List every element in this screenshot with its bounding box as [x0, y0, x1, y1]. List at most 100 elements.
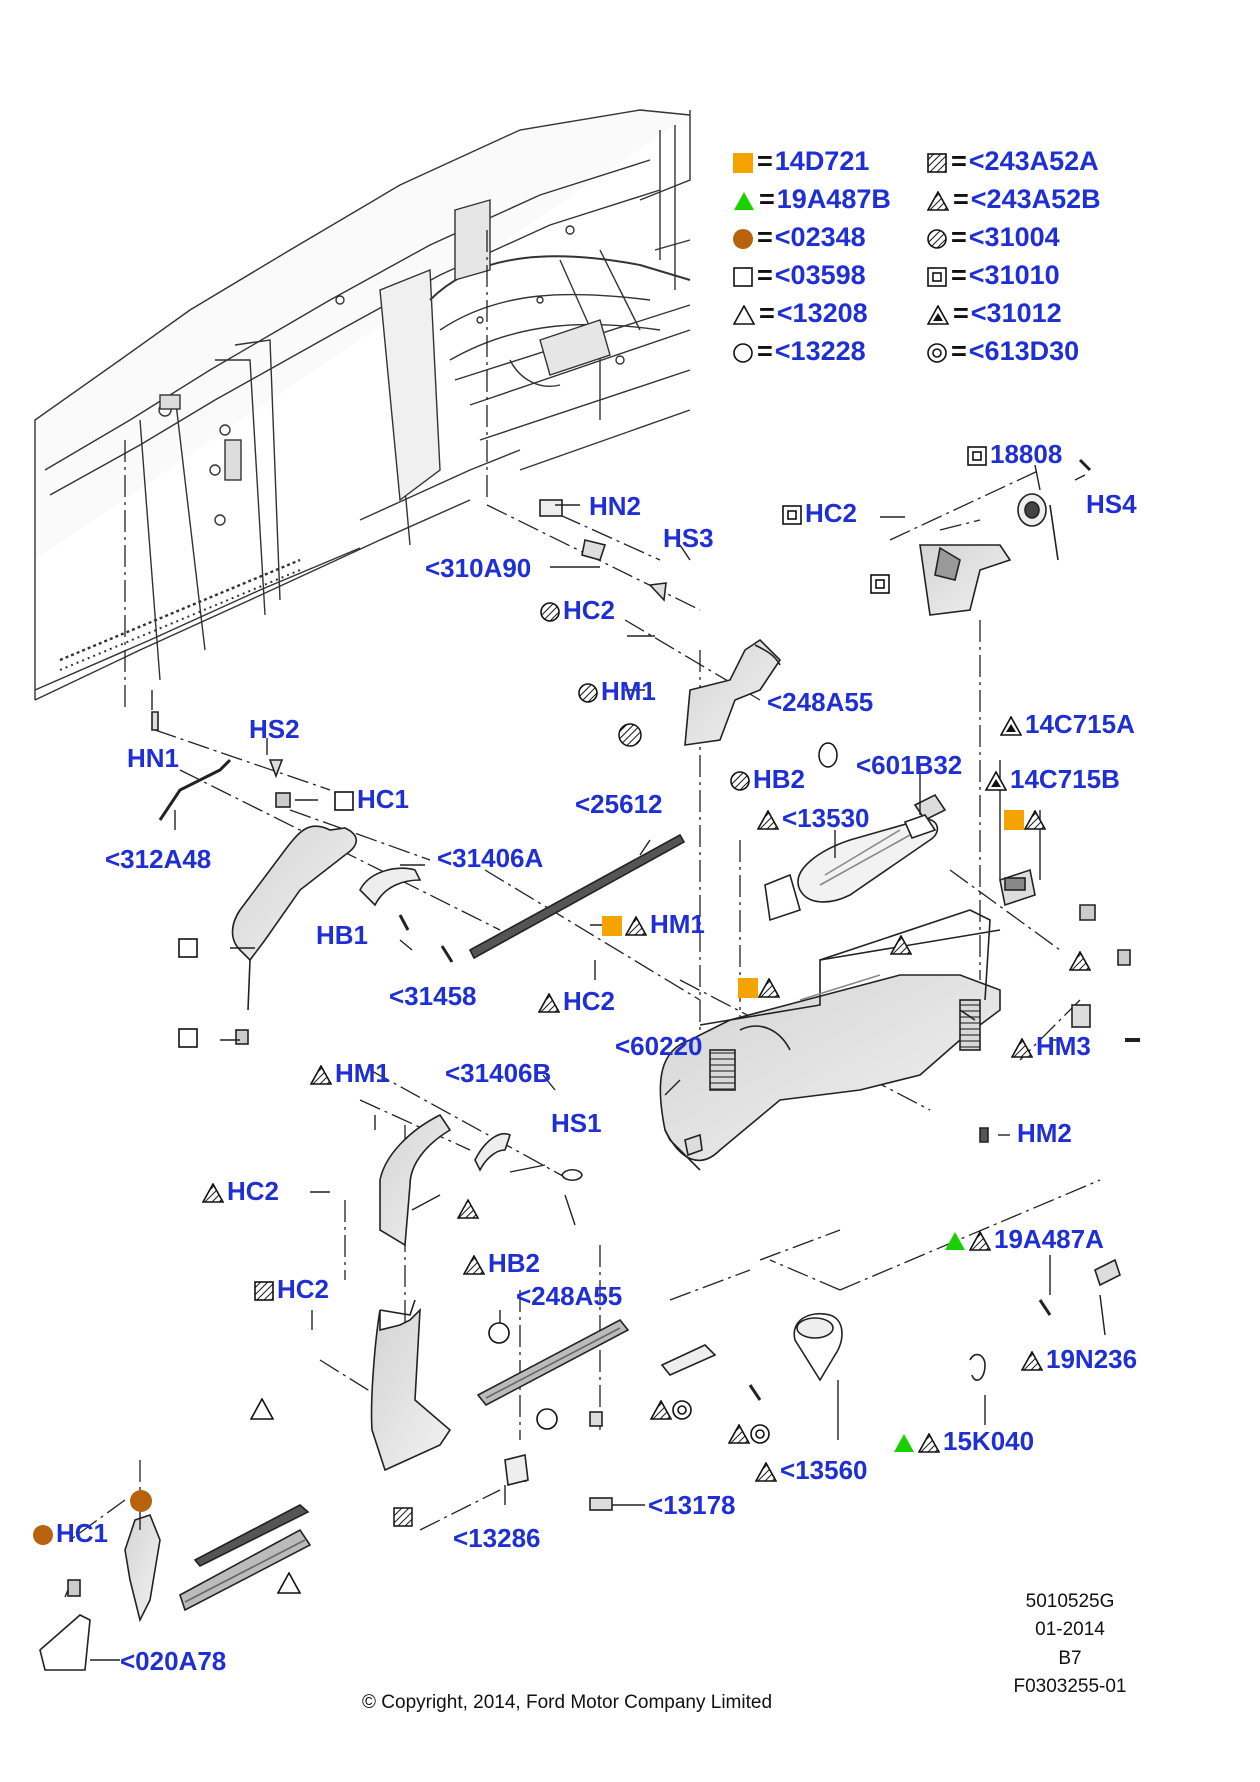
callout-label: HC2	[202, 1178, 279, 1204]
callout-label: <248A55	[767, 687, 874, 717]
legend-item: =<31012	[927, 300, 1062, 327]
diagram-date: 01-2014	[1035, 1619, 1105, 1640]
filled-triangle-in-triangle-icon	[985, 771, 1007, 791]
legend-item: =<13228	[733, 338, 866, 365]
callout-label: HM1	[578, 678, 656, 704]
callout-label: HC2	[540, 597, 615, 623]
callout-label: HM3	[1011, 1033, 1091, 1059]
trim-parts	[39, 458, 1140, 1671]
orange-square-icon	[733, 152, 753, 173]
brown-circle-icon	[33, 1525, 53, 1546]
double-square-marker	[870, 574, 890, 599]
hatched-triangle-icon	[625, 916, 647, 936]
orange-square-icon	[602, 916, 622, 937]
callout-label: <248A55	[516, 1281, 623, 1311]
hatched-square-icon	[927, 153, 947, 173]
legend-item: =19A487B	[733, 186, 891, 213]
callout-label: HN1	[127, 743, 180, 773]
callout-label: <310A90	[425, 553, 532, 583]
callout-label: HM1	[310, 1060, 390, 1086]
hatched-triangle-icon	[969, 1231, 991, 1251]
callout-label: <25612	[575, 789, 663, 819]
callout-label: 19N236	[1021, 1346, 1137, 1372]
legend-item: =<613D30	[927, 338, 1079, 365]
diagram-revision: B7	[1058, 1648, 1082, 1669]
callout-label: <13560	[755, 1457, 867, 1483]
square-icon	[178, 938, 198, 958]
legend-item: =<31004	[927, 224, 1060, 251]
callout-label: <13530	[757, 805, 869, 831]
hatched-circle-icon	[578, 683, 598, 703]
callout-label: 15K040	[893, 1428, 1034, 1454]
orange-square-icon	[1004, 810, 1024, 830]
callout-label: <60220	[615, 1031, 703, 1061]
callout-label: HS3	[663, 523, 714, 553]
callout-label: HC2	[538, 988, 615, 1014]
callout-label: 14C715B	[985, 766, 1120, 792]
legend-item: =<31010	[927, 262, 1060, 289]
callout-label: HS1	[551, 1108, 602, 1138]
double-circle-icon	[927, 343, 947, 363]
callout-label: HC2	[254, 1276, 329, 1302]
callout-label: HS2	[249, 714, 300, 744]
hatched-triangle-icon	[538, 993, 560, 1013]
hatched-triangle-icon	[757, 977, 781, 998]
callout-label: <312A48	[105, 844, 212, 874]
square-marker	[178, 1028, 198, 1053]
callout-label: 19A487A	[944, 1226, 1104, 1252]
circle-icon	[733, 343, 753, 363]
callout-label: <13286	[453, 1523, 541, 1553]
circle-marker	[488, 1322, 510, 1349]
hatched-triangle-icon	[927, 190, 949, 211]
hatched-triangle-marker	[1068, 950, 1092, 976]
callout-label: HC2	[782, 500, 857, 526]
double-square-icon	[927, 267, 947, 287]
hatched-circle-icon	[540, 602, 560, 622]
callout-label: <31406B	[445, 1058, 552, 1088]
figure-number: F0303255-01	[1013, 1676, 1127, 1697]
double-square-icon	[870, 574, 890, 594]
callout-label: HB2	[730, 766, 805, 792]
vehicle-body-shell	[34, 109, 691, 701]
hatched-triangle-icon	[757, 810, 779, 830]
triangle-icon	[276, 1571, 302, 1594]
copyright-notice: © Copyright, 2014, Ford Motor Company Li…	[362, 1692, 773, 1713]
hatched-triangle-marker	[889, 934, 913, 960]
legend-item: =<03598	[733, 262, 866, 289]
hatched-triangle-icon	[649, 1399, 673, 1420]
callout-label: <31406A	[437, 843, 544, 873]
triangle-icon	[249, 1397, 275, 1420]
circle-icon	[536, 1408, 558, 1430]
square-icon	[733, 267, 753, 287]
orange-square-icon	[738, 978, 758, 998]
callout-label: <601B32	[856, 750, 963, 780]
hatched-triangle-icon	[889, 934, 913, 955]
double-square-icon	[782, 505, 802, 525]
callout-label: <13178	[648, 1490, 736, 1520]
double-square-icon	[967, 446, 987, 466]
square-marker	[178, 938, 198, 963]
hatched-triangle-icon	[463, 1255, 485, 1275]
circle-icon	[488, 1322, 510, 1344]
legend-item: =14D721	[733, 148, 869, 175]
orange-hatched-marker	[1004, 809, 1047, 835]
legend-item: =<02348	[733, 224, 866, 251]
callout-label: 14C715A	[1000, 711, 1135, 737]
double-circle-icon	[750, 1424, 770, 1444]
green-triangle-icon	[894, 1434, 914, 1453]
hatched-circle-icon	[927, 229, 947, 249]
callout-label: HN2	[589, 491, 642, 521]
hatched-triangle-icon	[727, 1423, 751, 1444]
callout-label: HM2	[1017, 1118, 1072, 1148]
square-icon	[334, 791, 354, 811]
green-triangle-icon	[945, 1232, 965, 1251]
hatched-triangle-icon	[310, 1065, 332, 1085]
callout-label: HC1	[33, 1520, 108, 1546]
hatched-double-circle-marker	[649, 1399, 692, 1425]
hatched-triangle-icon	[1011, 1038, 1033, 1058]
callout-label: HB1	[316, 920, 369, 950]
part-code: 5010525G	[1025, 1591, 1115, 1612]
hatched-triangle-icon	[755, 1462, 777, 1482]
callout-label: <31458	[389, 981, 477, 1011]
